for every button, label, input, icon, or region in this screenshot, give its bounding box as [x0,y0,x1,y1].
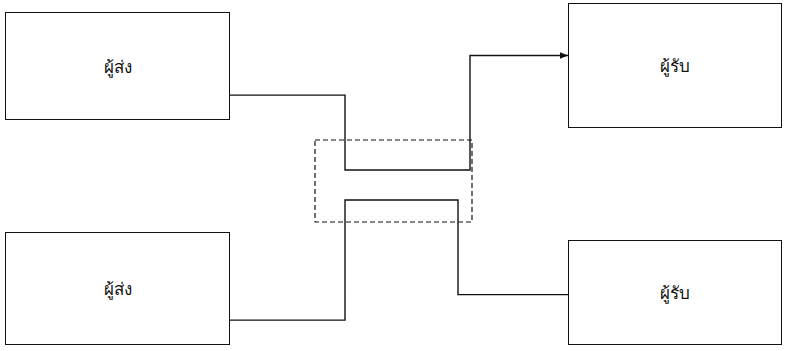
receiver-box: ผู้รับ [568,3,782,128]
node-label: ผู้ส่ง [96,49,140,84]
sender-box: ผู้ส่ง [5,12,230,120]
connector [230,56,568,171]
node-label: ผู้รับ [652,275,698,310]
sender-box: ผู้ส่ง [5,232,230,345]
connector [230,200,568,320]
receiver-box: ผู้รับ [568,240,782,345]
node-label: ผู้รับ [652,48,698,83]
node-label: ผู้ส่ง [96,271,140,306]
switch-region [315,140,472,222]
